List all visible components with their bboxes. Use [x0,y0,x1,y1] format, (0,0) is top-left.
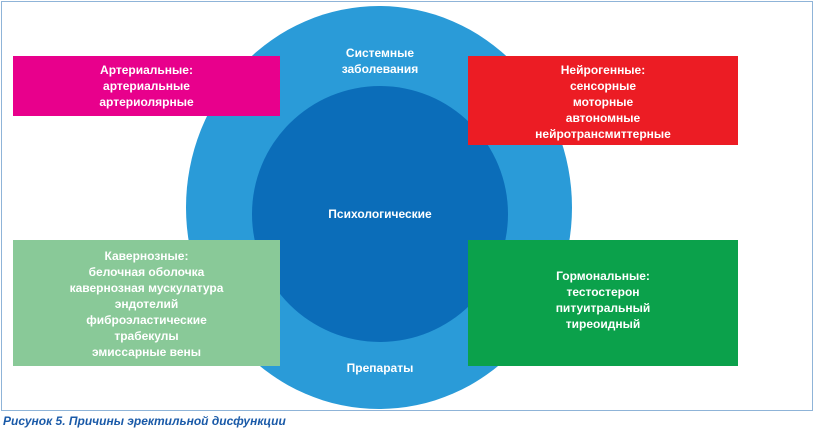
hormonal-item: тиреоидный [565,317,641,331]
neurogenic-item: нейротрансмиттерные [535,127,671,141]
cavernous-item: фиброэластические [86,313,207,327]
arterial-item: артериолярные [99,95,194,109]
hormonal-item: тестостерон [566,285,640,299]
arterial-box: Артериальные: артериальные артериолярные [13,56,280,116]
cavernous-item: трабекулы [114,329,179,343]
neurogenic-item: сенсорные [569,79,637,93]
systemic-diseases-label: Системные заболевания [310,45,450,77]
neurogenic-item: моторные [572,95,634,109]
systemic-label-line: Системные [345,46,415,60]
neurogenic-item: автономные [565,111,641,125]
neurogenic-box: Нейрогенные: сенсорные моторные автономн… [468,56,738,145]
inner-circle-psychological [252,86,508,342]
figure-caption: Рисунок 5. Причины эректильной дисфункци… [3,414,286,428]
arterial-item: артериальные [103,79,190,93]
psychological-label: Психологические [328,207,432,221]
hormonal-title: Гормональные: [556,269,650,283]
cavernous-item: эмиссарные вены [91,345,202,359]
neurogenic-title: Нейрогенные: [560,63,646,77]
hormonal-box: Гормональные: тестостерон питуитральный … [468,240,738,366]
cavernous-box: Кавернозные: белочная оболочка кавернозн… [13,240,280,366]
figure-frame: Системные заболевания Психологические Пр… [1,1,813,411]
hormonal-item: питуитральный [555,301,651,315]
drugs-label: Препараты [346,361,414,375]
arterial-title: Артериальные: [100,63,193,77]
cavernous-item: эндотелий [114,297,179,311]
cavernous-title: Кавернозные: [104,249,189,263]
systemic-label-line: заболевания [341,62,419,76]
cavernous-item: кавернозная мускулатура [69,281,224,295]
cavernous-item: белочная оболочка [88,265,205,279]
